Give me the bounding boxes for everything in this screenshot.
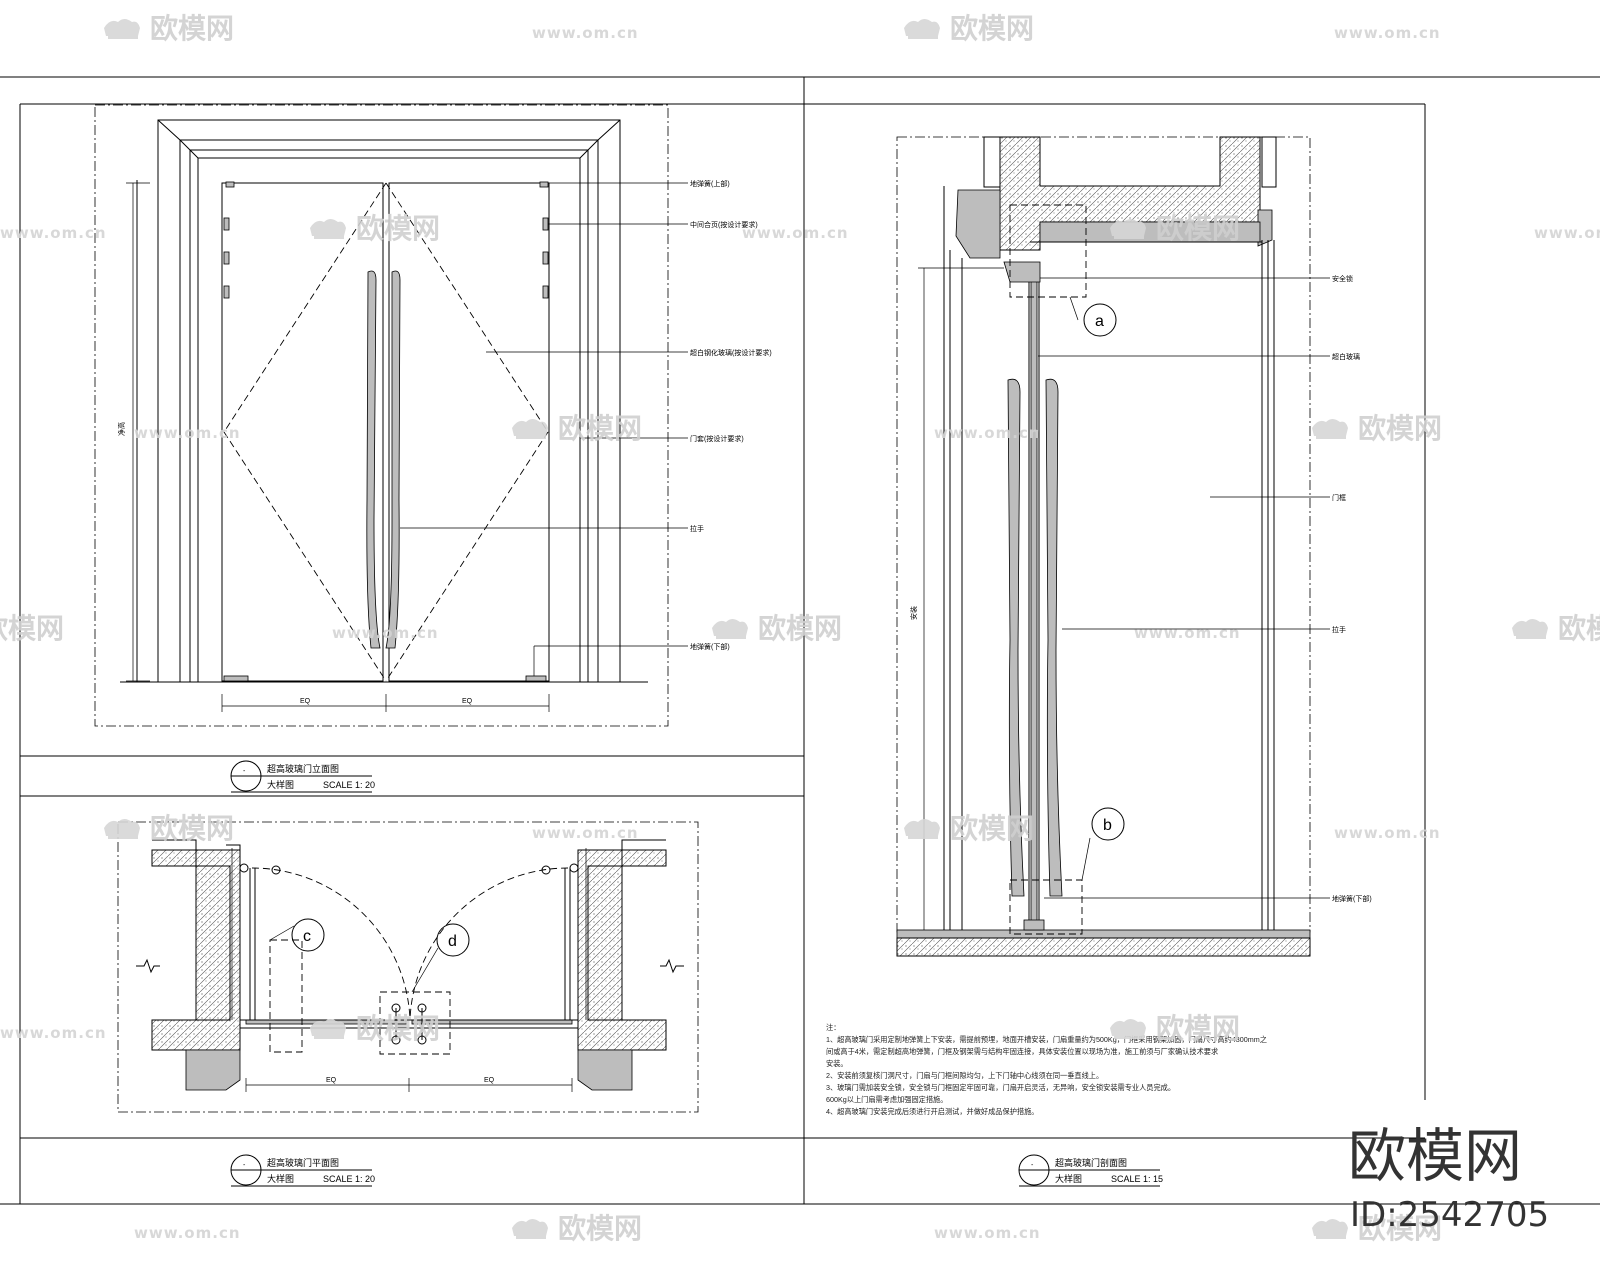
notes-line: 1、超高玻璃门采用定制地弹簧上下安装，需提前预埋，地面开槽安装，门扇重量约为50… [826,1035,1267,1044]
watermark-brand: 欧模网 [558,1212,642,1245]
elevation-eq-left: EQ [300,698,311,705]
watermark-url: www.om.cn [134,1224,241,1242]
plan-number: - [243,1162,246,1169]
elevation-eq-right: EQ [462,698,473,705]
notes-heading: 注： [826,1023,840,1032]
elevation-subtitle: 大样图 [267,779,294,790]
elevation-height-label: 净高 [117,422,126,436]
watermark-brand: 欧模网 [758,612,842,645]
watermark-url: www.om.cn [332,624,439,642]
door-section: a b 安装 安全锁 超白玻璃 门框 拉手 地弹簧(下部) - 超高玻璃门剖面图… [896,136,1372,1187]
watermark-url: www.om.cn [1334,824,1441,842]
watermark-brand: 欧模网 [356,1012,440,1045]
plan-subtitle: 大样图 [267,1173,294,1184]
section-height-label: 安装 [909,606,918,620]
watermark-brand: 欧模网 [1358,1212,1442,1245]
watermark-brand: 欧模网 [1156,212,1240,245]
watermark-brand: 欧模网 [950,12,1034,45]
notes-line: 安装。 [826,1059,848,1068]
label-door-frame: 门框 [1332,493,1346,502]
section-number: - [1031,1162,1034,1169]
plan-eq-right: EQ [484,1077,495,1084]
watermark-brand: 欧模网 [0,612,64,645]
label-hinge-mid: 中间合页(按设计要求) [690,220,758,229]
watermark-url: www.om.cn [134,424,241,442]
watermark-layer: 欧模网 www.om.cn 欧模网 www.om.cn www.om.cn 欧模… [0,12,1600,1245]
elevation-scale: SCALE 1: 20 [323,780,375,790]
label-glass: 超白玻璃 [1332,352,1360,361]
notes-line: 2、安装前须复核门洞尺寸，门扇与门框间隙均匀，上下门轴中心线须在同一垂直线上。 [826,1071,1103,1080]
watermark-url: www.om.cn [532,824,639,842]
watermark-url: www.om.cn [0,1024,107,1042]
notes-block: 注： 1、超高玻璃门采用定制地弹簧上下安装，需提前预埋，地面开槽安装，门扇重量约… [826,1023,1267,1116]
watermark-brand: 欧模网 [150,12,234,45]
watermark-url: www.om.cn [1334,24,1441,42]
notes-line: 3、玻璃门需加装安全锁，安全锁与门框固定牢固可靠，门扇开启灵活，无异响，安全锁安… [826,1083,1175,1092]
watermark-brand: 欧模网 [1156,1012,1240,1045]
label-section-handle: 拉手 [1332,625,1346,634]
elevation-title: 超高玻璃门立面图 [267,763,339,774]
watermark-url: www.om.cn [1534,224,1600,242]
watermark-id: ID:2542705 [1350,1195,1549,1235]
bubble-d: d [448,933,457,950]
watermark-brand: 欧模网 [950,812,1034,845]
section-title: 超高玻璃门剖面图 [1055,1157,1127,1168]
watermark-url: www.om.cn [934,424,1041,442]
bubble-a: a [1095,313,1104,330]
watermark-brand: 欧模网 [356,212,440,245]
label-section-hinge: 地弹簧(下部) [1332,894,1372,903]
bubble-b: b [1103,817,1112,834]
watermark-brand: 欧模网 [1358,412,1442,445]
watermark-brand: 欧模网 [1558,612,1600,645]
watermark-brand: 欧模网 [150,812,234,845]
plan-scale: SCALE 1: 20 [323,1174,375,1184]
label-safety: 安全锁 [1332,274,1353,283]
plan-eq-left: EQ [326,1077,337,1084]
section-scale: SCALE 1: 15 [1111,1174,1163,1184]
elevation-number: - [243,768,246,775]
watermark-url: www.om.cn [742,224,849,242]
watermark-big-brand: 欧模网 [1348,1122,1522,1190]
label-glass-door: 超白钢化玻璃(按设计要求) [690,348,772,357]
watermark-url: www.om.cn [532,24,639,42]
section-subtitle: 大样图 [1055,1173,1082,1184]
door-plan: c d EQ EQ - 超高玻璃门平面图 大样图 SCALE 1: 20 [117,821,699,1187]
watermark-url: www.om.cn [934,1224,1041,1242]
sheet-border [0,76,1600,1205]
watermark-url: www.om.cn [0,224,107,242]
bubble-c: c [303,928,311,945]
label-frame: 门套(按设计要求) [690,434,744,443]
notes-line: 4、超高玻璃门安装完成后须进行开启测试，并做好成品保护措施。 [826,1107,1038,1116]
label-handle: 拉手 [690,524,704,533]
door-elevation: 净高 EQ EQ 地弹簧(上部) 中间合页(按设计要求) 超白钢化玻璃(按设计要… [94,104,772,793]
notes-line: 间或高于4米，需定制超高地弹簧，门框及钢架需与结构牢固连接，具体安装位置以现场为… [826,1047,1218,1056]
watermark-url: www.om.cn [1134,624,1241,642]
notes-line: 600Kg以上门扇需考虑加强固定措施。 [826,1095,947,1104]
plan-title: 超高玻璃门平面图 [267,1157,339,1168]
watermark-brand: 欧模网 [558,412,642,445]
label-hinge-bottom: 地弹簧(下部) [690,642,730,651]
label-hinge-top: 地弹簧(上部) [690,179,730,188]
